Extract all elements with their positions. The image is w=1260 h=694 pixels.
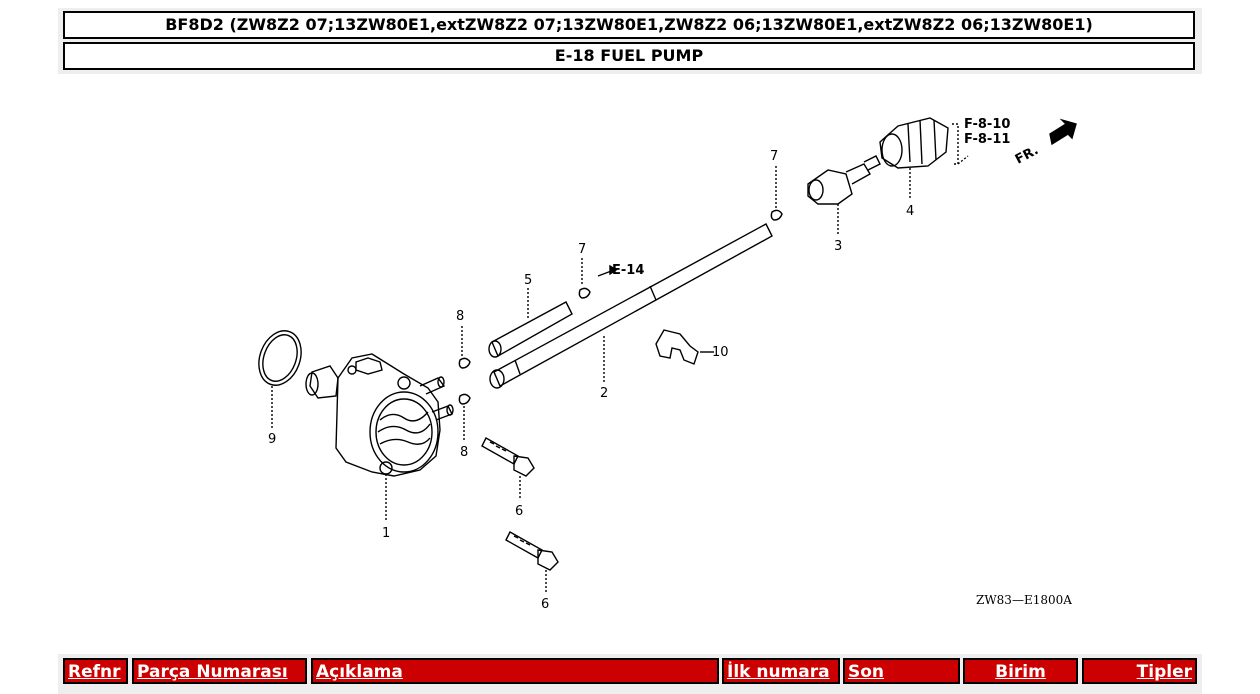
front-arrow-icon — [1049, 118, 1077, 146]
part-label-7: 7 — [578, 242, 586, 257]
bolt-part — [505, 531, 559, 571]
part-label-5: 5 — [524, 273, 532, 288]
section-title: E-18 FUEL PUMP — [63, 42, 1195, 70]
header-panel: BF8D2 (ZW8Z2 07;13ZW80E1,extZW8Z2 07;13Z… — [58, 8, 1202, 74]
part-label-10: 10 — [712, 345, 729, 360]
column-refnr[interactable]: Refnr — [63, 658, 128, 684]
part-label-8: 8 — [456, 309, 464, 324]
model-title: BF8D2 (ZW8Z2 07;13ZW80E1,extZW8Z2 07;13Z… — [63, 11, 1195, 39]
part-label-6: 6 — [541, 597, 549, 612]
part-label-6: 6 — [515, 504, 523, 519]
part-label-3: 3 — [834, 239, 842, 254]
column-description[interactable]: Açıklama — [311, 658, 719, 684]
parts-diagram: 1 2 3 4 5 6 6 7 7 8 8 9 10 E-14 F-8-10 F… — [258, 117, 1077, 612]
short-fuel-tube-part — [488, 301, 573, 358]
hose-clip-part — [578, 209, 783, 299]
part-label-1: 1 — [382, 526, 390, 541]
drawing-code: ZW83—E1800A — [976, 593, 1072, 607]
part-label-2: 2 — [600, 386, 608, 401]
part-label-9: 9 — [268, 432, 276, 447]
column-types[interactable]: Tipler — [1082, 658, 1197, 684]
column-unit[interactable]: Birim — [963, 658, 1078, 684]
o-ring-part — [258, 330, 302, 386]
ref-e14: E-14 — [612, 263, 644, 278]
ref-f8-10: F-8-10 — [964, 117, 1010, 132]
long-fuel-tube-part — [489, 223, 773, 389]
clamp-part — [458, 357, 471, 405]
fuel-pump-part — [305, 353, 454, 477]
column-last[interactable]: Son — [843, 658, 960, 684]
fuel-connector-part — [807, 155, 881, 205]
part-label-8: 8 — [460, 445, 468, 460]
fuel-fitting-part — [879, 117, 949, 169]
part-label-7: 7 — [770, 149, 778, 164]
front-label: FR. — [1013, 143, 1041, 168]
parts-table-header: Refnr Parça Numarası Açıklama İlk numara… — [58, 654, 1202, 694]
tube-holder-part — [655, 329, 699, 365]
column-part-number[interactable]: Parça Numarası — [132, 658, 307, 684]
column-first-number[interactable]: İlk numara — [722, 658, 840, 684]
part-label-4: 4 — [906, 204, 914, 219]
ref-f8-11: F-8-11 — [964, 132, 1010, 147]
bolt-part — [481, 437, 535, 477]
